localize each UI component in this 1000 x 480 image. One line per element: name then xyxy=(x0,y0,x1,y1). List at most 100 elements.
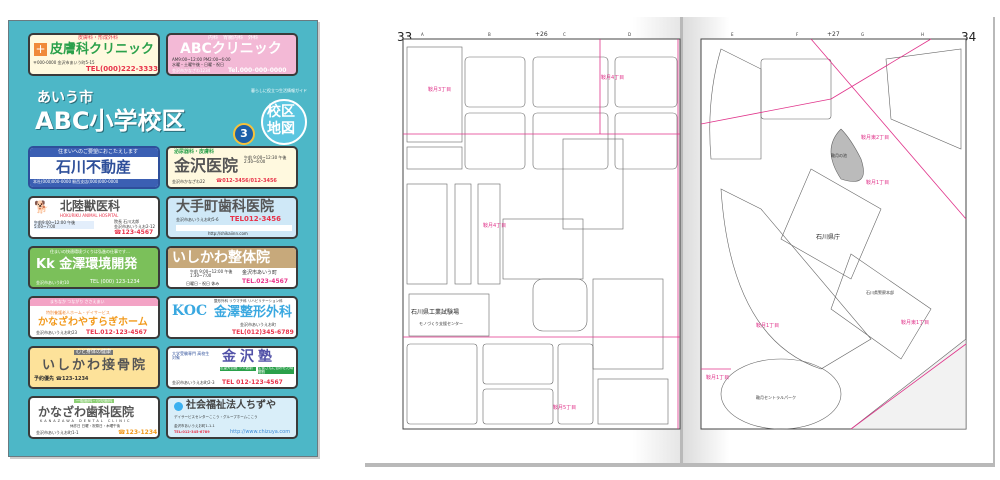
ad-real-estate[interactable]: 住まいへのご要望におこたえします 石川不動産 本社(000)000-0000 駅… xyxy=(28,146,160,189)
ad-koc-orthopedics[interactable]: KOC 整形外科 リウマチ科 リハビリテーション科 金澤整形外科 金沢市あいうえ… xyxy=(166,296,298,339)
ad-skin-clinic[interactable]: + 皮膚科・形成外科 皮膚科クリニック 〒000-0000 金沢市あいう町5-1… xyxy=(28,33,160,76)
feature-badge: 生徒さんに合わせた時間割 xyxy=(258,366,294,374)
map-right: E F +27 G H 鞍月東2丁目 鞍月1丁目 鞍月1丁目 鞍月東1丁目 鞍月… xyxy=(700,31,967,430)
area-label: 鞍月5丁目 xyxy=(553,404,576,411)
ad-tel: TEL(012)345-6789 xyxy=(232,329,294,336)
ad-url[interactable]: http://shikaiinn.com xyxy=(208,231,248,236)
area-label: 鞍月1丁目 xyxy=(706,374,729,381)
ad-name: 金澤環境開発 xyxy=(59,257,138,272)
ad-category: 内科 胃腸内科 外科 xyxy=(208,35,259,41)
ad-address: 〒000-0000 金沢市あいう町5-15 xyxy=(33,60,95,65)
ad-ishikawa-sekkotsu[interactable]: 心と身体の健康 いしかわ接骨院 予約優先 ☎123-1234 xyxy=(28,346,160,389)
ad-closed: 水曜・土曜午後・日曜・祝日 xyxy=(172,62,224,67)
ad-animal-hospital[interactable]: 🐕 北陸獣医科 HOKURIKU ANIMAL HOSPITAL 午前9:00~… xyxy=(28,196,160,239)
building-label: モノづくり支援センター xyxy=(419,320,463,326)
ad-tel: ☎123-4567 xyxy=(114,229,154,236)
ad-hours: 午前9:00~12:00 午後5:00~7:00 xyxy=(34,221,94,229)
ad-kanazawa-environment[interactable]: 住まいの快適環境づくりは弘進の仕事です… Kk 金澤環境開発 金沢市あいう町10… xyxy=(28,246,160,289)
ad-name: 金澤整形外科 xyxy=(214,305,293,320)
ad-otemachi-dental[interactable]: 大手町歯科医院 金沢市あいうえお町5-6 TEL012-3456 http://… xyxy=(166,196,298,239)
ad-name: 金沢医院 xyxy=(174,156,239,175)
grid-col-label: A xyxy=(421,32,424,37)
ad-address: 金沢市あいうえお町5-6 xyxy=(176,217,219,222)
ad-name: 北陸獣医科 xyxy=(60,199,121,213)
ad-tagline: まちなか つながり ささえあい xyxy=(50,299,105,304)
grid-coordinate: +27 xyxy=(827,31,840,38)
ad-kanazawa-juku[interactable]: 大学受験専門 高校生対象 金沢塾 志望大合格 少人数制 生徒さんに合わせた時間割… xyxy=(166,346,298,389)
district-title: ABC小学校区 xyxy=(35,107,186,135)
ad-address: 金沢市あいうえお町23 xyxy=(36,330,78,335)
ad-kanazawa-iin[interactable]: 泌尿器科・皮膚科 金沢医院 午前 9:00~12:30 午後 2:30~6:00… xyxy=(166,146,298,189)
ad-ishikawa-seitai[interactable]: いしかわ整体院 午前 9:00~12:00 午後 1:30~7:00 日曜日・祝… xyxy=(166,246,298,289)
ad-tel: Tel.000-000-0000 xyxy=(228,67,287,74)
ad-yasuragi-home[interactable]: まちなか つながり ささえあい 特別養護老人ホーム・デイサービス かなざわやすら… xyxy=(28,296,160,339)
ad-description: デイサービスセンターここう・グループホームここう xyxy=(174,415,258,419)
ad-category: 整形外科 リウマチ科 リハビリテーション科 xyxy=(214,299,283,303)
ad-english-name: KANAZAWA DENTAL CLINIC xyxy=(40,419,132,423)
booklet-cover: + 皮膚科・形成外科 皮膚科クリニック 〒000-0000 金沢市あいう町5-1… xyxy=(8,20,318,457)
badge-tagline: 暮らしに役立つ生活情報ガイド xyxy=(251,88,307,93)
ad-name: いしかわ接骨院 xyxy=(42,358,148,373)
building-label: 石川県警察本部 xyxy=(866,289,894,295)
ad-hours: 午前 9:00~12:00 午後 1:30~7:00 xyxy=(190,269,233,278)
ad-address: 金沢市あいう町 xyxy=(242,270,278,276)
feature-badge: 志望大合格 少人数制 xyxy=(220,366,256,371)
ad-tel: TEL 012-123-4567 xyxy=(222,379,283,386)
ad-name: 社会福祉法人ちずや xyxy=(186,400,276,411)
ad-address: 金沢市あいうえお町1-1-1 xyxy=(174,424,215,428)
ad-tel: TEL(000)222-3333 xyxy=(86,65,159,73)
ad-address: 金沢市あいうえお町 xyxy=(240,322,276,327)
ad-category: 大学受験専門 高校生対象 xyxy=(172,351,210,360)
area-label: 鞍月4丁目 xyxy=(483,222,506,229)
ad-kanazawa-dental[interactable]: 一般歯科・小児歯科 かなざわ歯科医院 KANAZAWA DENTAL CLINI… xyxy=(28,396,160,439)
grid-col-label: C xyxy=(563,32,566,37)
park-label: 鞍月セントラルパーク xyxy=(756,394,796,400)
ad-address: 金沢市あいうえお2-12 xyxy=(114,224,156,229)
ad-tel: TEL.023-4567 xyxy=(242,278,289,285)
ad-category: 泌尿器科・皮膚科 xyxy=(174,149,215,155)
ad-english-name: HOKURIKU ANIMAL HOSPITAL xyxy=(60,213,119,218)
ad-sub: 特別養護老人ホーム・デイサービス xyxy=(46,310,110,315)
area-label: 鞍月東1丁目 xyxy=(901,319,929,326)
ad-url[interactable]: http://www.chizuya.com xyxy=(230,429,291,435)
map-left: A B +26 C D 鞍月3丁目 鞍月4丁目 鞍月4丁目 鞍月5丁目 石川県工… xyxy=(402,31,681,430)
ad-closed: 日曜日・祝日 休み xyxy=(186,281,220,286)
grid-coordinate: +26 xyxy=(535,31,548,38)
ad-tagline: 心と身体の健康 xyxy=(74,349,114,355)
ad-director: 院長 石川太郎 xyxy=(114,219,140,224)
ad-tel: TEL012-3456 xyxy=(230,215,282,223)
ad-tel: TEL:012-345-6789 xyxy=(174,430,210,434)
dog-icon: 🐕 xyxy=(34,200,49,214)
cross-icon: + xyxy=(34,42,47,56)
ad-tagline: 一般歯科・小児歯科 xyxy=(74,398,114,403)
ad-tel: TEL (000) 123-1234 xyxy=(90,279,140,285)
ad-address: 本社(000)000-0000 駅西支店(000)000-0000 xyxy=(33,179,119,184)
ad-hours: 午前 9:00~12:30 午後 2:30~6:00 xyxy=(244,155,287,164)
ad-name: 石川不動産 xyxy=(56,158,132,176)
ad-tagline: 住まいへのご要望におこたえします xyxy=(58,149,139,155)
map-page-right: 34 E F +27 G H 鞍月東2丁目 鞍月1丁目 鞍月1丁目 鞍月東1丁目… xyxy=(683,17,993,463)
ad-address: 金沢市あいうえお町2-3 xyxy=(172,380,215,385)
building-label: 石川県庁 xyxy=(816,233,840,241)
map-booklet: 33 A B +26 C D 鞍月3丁目 鞍月4丁目 鞍月4丁目 鞍月5丁目 石… xyxy=(365,17,995,467)
area-label: 鞍月東2丁目 xyxy=(861,134,889,141)
ad-name: 大手町歯科医院 xyxy=(176,199,274,215)
ad-abc-clinic[interactable]: 内科 胃腸内科 外科 ABCクリニック AM9:00~12:00 PM2:00~… xyxy=(166,33,298,76)
ad-address: 金沢市かなざわ1234 xyxy=(172,68,211,73)
grid-col-label: F xyxy=(796,32,799,37)
ad-tel: ☎123-1234 xyxy=(118,429,158,436)
grid-col-label: H xyxy=(921,32,924,37)
koc-logo: KOC xyxy=(172,303,208,319)
ad-chizuya[interactable]: 社会福祉法人ちずや デイサービスセンターここう・グループホームここう 金沢市あい… xyxy=(166,396,298,439)
ad-tel: ☎012-3456/012-3456 xyxy=(216,178,277,184)
area-label: 鞍月1丁目 xyxy=(866,179,889,186)
grid-col-label: G xyxy=(861,32,864,37)
ad-category: 皮膚科・形成外科 xyxy=(78,35,119,41)
school-map-badge: 校区地図 3 暮らしに役立つ生活情報ガイド xyxy=(231,88,309,151)
ad-name: かなざわ歯科医院 xyxy=(38,405,135,419)
ad-address: 金沢市かなざわ22 xyxy=(172,179,206,184)
grid-col-label: E xyxy=(731,32,734,37)
ad-tel: 予約優先 ☎123-1234 xyxy=(34,376,89,382)
ad-name: 金沢塾 xyxy=(222,349,276,365)
volume-number: 3 xyxy=(233,123,255,145)
